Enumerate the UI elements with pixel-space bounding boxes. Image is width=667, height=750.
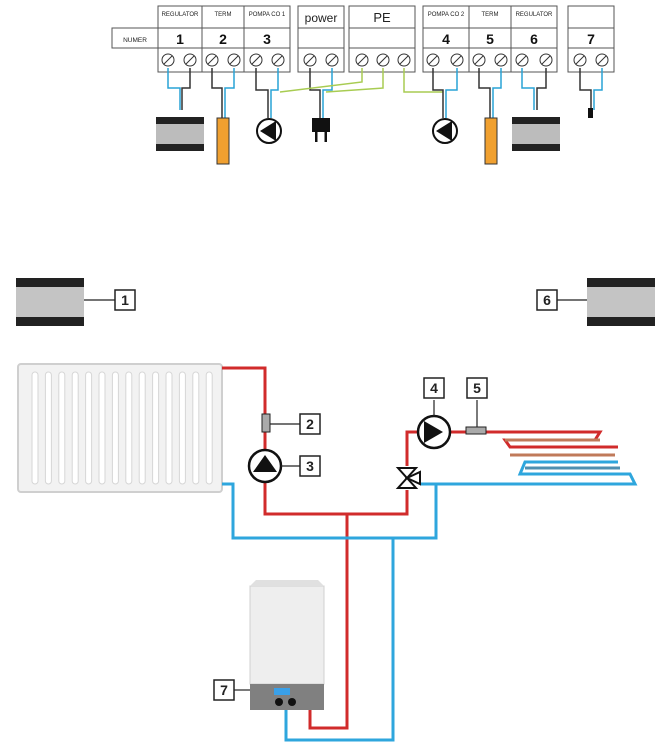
- radiator-fin: [152, 371, 160, 485]
- radiator-fin: [71, 371, 79, 485]
- terminal-group-1: REGULATOR 1: [157, 5, 203, 49]
- radiator-fin: [111, 371, 119, 485]
- terminal-group-2: TERM 2: [201, 5, 245, 49]
- regulator-icon: [156, 117, 204, 151]
- radiator-fin: [98, 371, 106, 485]
- svg-text:6: 6: [543, 292, 551, 308]
- pump-icon: [247, 448, 300, 484]
- group-1-number: 1: [176, 31, 184, 47]
- callout-1: 1: [114, 289, 136, 311]
- terminal-group-pe: PE: [348, 5, 416, 49]
- terminal-group-7: 7: [567, 5, 615, 49]
- group-4-number: 4: [442, 31, 450, 47]
- group-6-header: REGULATOR: [516, 12, 553, 18]
- regulator-icon: [512, 117, 560, 151]
- pump-icon: [416, 400, 452, 450]
- svg-text:1: 1: [121, 292, 129, 308]
- radiator-fin: [31, 371, 39, 485]
- svg-text:2: 2: [306, 416, 314, 432]
- terminal-group-5: TERM 5: [468, 5, 512, 49]
- pump-icon: [432, 118, 458, 144]
- group-4-header: POMPA CO 2: [428, 12, 465, 18]
- radiator-fin: [178, 371, 186, 485]
- terminal-group-4: POMPA CO 2 4: [422, 5, 470, 49]
- callout-3: 3: [299, 455, 321, 477]
- regulator-6-large: [557, 278, 655, 326]
- radiator-fin: [138, 371, 146, 485]
- svg-text:5: 5: [473, 380, 481, 396]
- group-pe-header: PE: [373, 10, 391, 25]
- callout-5: 5: [466, 377, 488, 399]
- terminal-strip: NUMER REGULATOR 1 TERM 2 POMPA CO 1 3 po…: [111, 5, 615, 73]
- group-3-header: POMPA CO 1: [249, 12, 286, 18]
- radiator-fin: [58, 371, 66, 485]
- boiler-icon: [234, 580, 325, 710]
- mixing-valve-icon: [395, 467, 421, 489]
- group-6-number: 6: [530, 31, 538, 47]
- callout-2: 2: [299, 413, 321, 435]
- svg-text:7: 7: [220, 682, 228, 698]
- group-2-number: 2: [219, 31, 227, 47]
- svg-text:4: 4: [430, 380, 438, 396]
- radiator-fin: [44, 371, 52, 485]
- temperature-sensor-icon: [216, 117, 230, 165]
- numer-label: NUMER: [123, 37, 147, 44]
- temperature-sensor-icon: [465, 400, 487, 435]
- callout-7: 7: [213, 679, 235, 701]
- top-wiring: [167, 68, 603, 118]
- radiator-fin: [192, 371, 200, 485]
- temperature-sensor-icon: [261, 413, 300, 433]
- group-2-header: TERM: [215, 12, 232, 18]
- pump-icon: [256, 118, 282, 144]
- power-plug-icon: [312, 118, 330, 142]
- group-5-header: TERM: [482, 12, 499, 18]
- temperature-sensor-icon: [484, 117, 498, 165]
- group-5-number: 5: [486, 31, 494, 47]
- pipes: [222, 366, 638, 742]
- svg-text:3: 3: [306, 458, 314, 474]
- group-1-header: REGULATOR: [162, 12, 199, 18]
- callout-6: 6: [536, 289, 558, 311]
- floor-heating-icon: [505, 438, 620, 470]
- screw-terminals: [157, 47, 615, 73]
- radiator-fin: [125, 371, 133, 485]
- group-7-number: 7: [587, 31, 595, 47]
- radiator-fin: [165, 371, 173, 485]
- top-devices: [156, 108, 593, 165]
- terminal-group-power: power: [297, 5, 345, 49]
- terminal-group-3: POMPA CO 1 3: [243, 5, 291, 49]
- terminal-group-6: REGULATOR 6: [510, 5, 558, 49]
- group-power-header: power: [305, 11, 338, 25]
- radiator-icon: [17, 363, 223, 493]
- callout-4: 4: [423, 377, 445, 399]
- radiator-fin: [85, 371, 93, 485]
- radiator-fin: [205, 371, 213, 485]
- group-3-number: 3: [263, 31, 271, 47]
- regulator-1-large: [16, 278, 115, 326]
